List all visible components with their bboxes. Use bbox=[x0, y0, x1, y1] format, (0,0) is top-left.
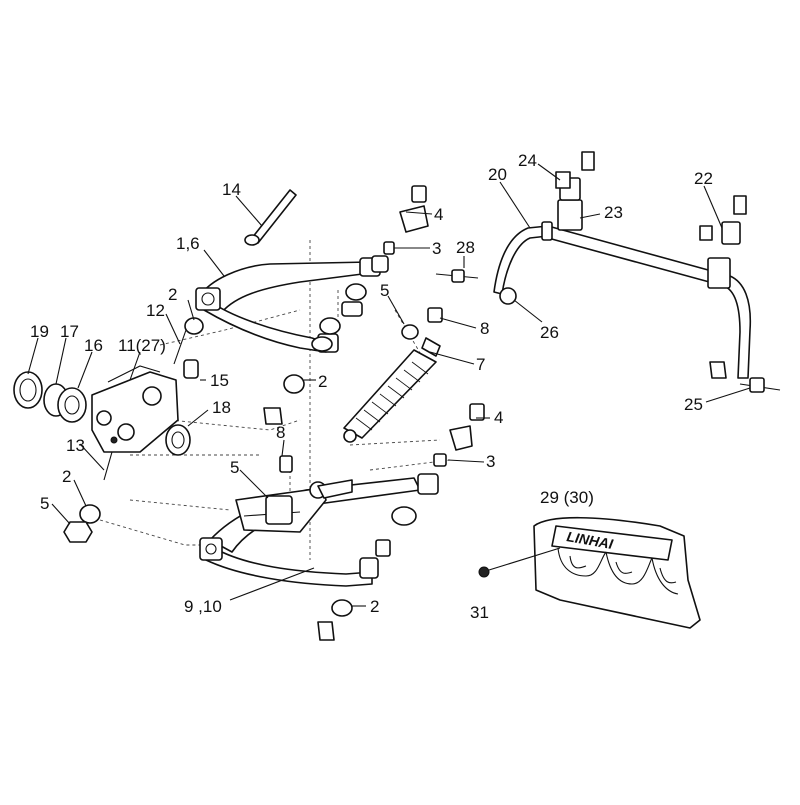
upper-pivot-hardware bbox=[311, 185, 429, 352]
callout-5-upper: 5 bbox=[380, 281, 389, 300]
callout-12: 12 bbox=[146, 301, 165, 320]
callout-28: 28 bbox=[456, 238, 475, 257]
bracket-23 bbox=[555, 151, 595, 231]
lower-a-arm bbox=[199, 477, 421, 587]
callout-8-upper: 8 bbox=[480, 319, 489, 338]
callout-29-30: 29 (30) bbox=[540, 488, 594, 507]
leader-lines bbox=[27, 163, 751, 607]
screw-31 bbox=[478, 547, 561, 578]
callout-1-6: 1,6 bbox=[176, 234, 200, 253]
callout-23: 23 bbox=[604, 203, 623, 222]
bolt-14 bbox=[244, 189, 297, 246]
callout-9-10: 9 ,10 bbox=[184, 597, 222, 616]
callout-2-mid: 2 bbox=[318, 372, 327, 391]
callout-24: 24 bbox=[518, 151, 537, 170]
callout-13: 13 bbox=[66, 436, 85, 455]
callout-3-lower: 3 bbox=[486, 452, 495, 471]
lower-pivot-hardware bbox=[317, 403, 485, 641]
link-25 bbox=[739, 377, 781, 393]
shock-absorber bbox=[343, 307, 443, 443]
callout-26: 26 bbox=[540, 323, 559, 342]
callout-25: 25 bbox=[684, 395, 703, 414]
callout-5-mid: 5 bbox=[230, 458, 239, 477]
callout-2-upper: 2 bbox=[168, 285, 177, 304]
callout-15: 15 bbox=[210, 371, 229, 390]
callout-14: 14 bbox=[222, 180, 241, 199]
stabilizer-bar bbox=[493, 221, 752, 379]
callout-22: 22 bbox=[694, 169, 713, 188]
callout-31: 31 bbox=[470, 603, 489, 622]
lower-left-hardware bbox=[63, 504, 101, 543]
callout-2-bottom: 2 bbox=[370, 597, 379, 616]
callout-4-lower: 4 bbox=[494, 408, 503, 427]
steering-knuckle bbox=[13, 317, 204, 481]
bracket-22 bbox=[699, 195, 747, 289]
callout-17: 17 bbox=[60, 322, 79, 341]
callout-7: 7 bbox=[476, 355, 485, 374]
callout-16: 16 bbox=[84, 336, 103, 355]
callout-11-27: 11(27) bbox=[118, 336, 166, 355]
callout-4-top: 4 bbox=[434, 205, 443, 224]
callout-2-lower-left: 2 bbox=[62, 467, 71, 486]
engine-cover: LINHAI bbox=[533, 516, 701, 629]
callout-19: 19 bbox=[30, 322, 49, 341]
callout-3-top: 3 bbox=[432, 239, 441, 258]
middle-small-hardware bbox=[263, 374, 305, 473]
stud-28 bbox=[435, 269, 479, 283]
callout-18: 18 bbox=[212, 398, 231, 417]
callout-5-lower-left: 5 bbox=[40, 494, 49, 513]
callout-labels: 14 4 1,6 3 28 2 5 8 12 19 17 16 11(27) 1… bbox=[30, 151, 713, 622]
callout-20: 20 bbox=[488, 165, 507, 184]
callout-8-lower: 8 bbox=[276, 423, 285, 442]
